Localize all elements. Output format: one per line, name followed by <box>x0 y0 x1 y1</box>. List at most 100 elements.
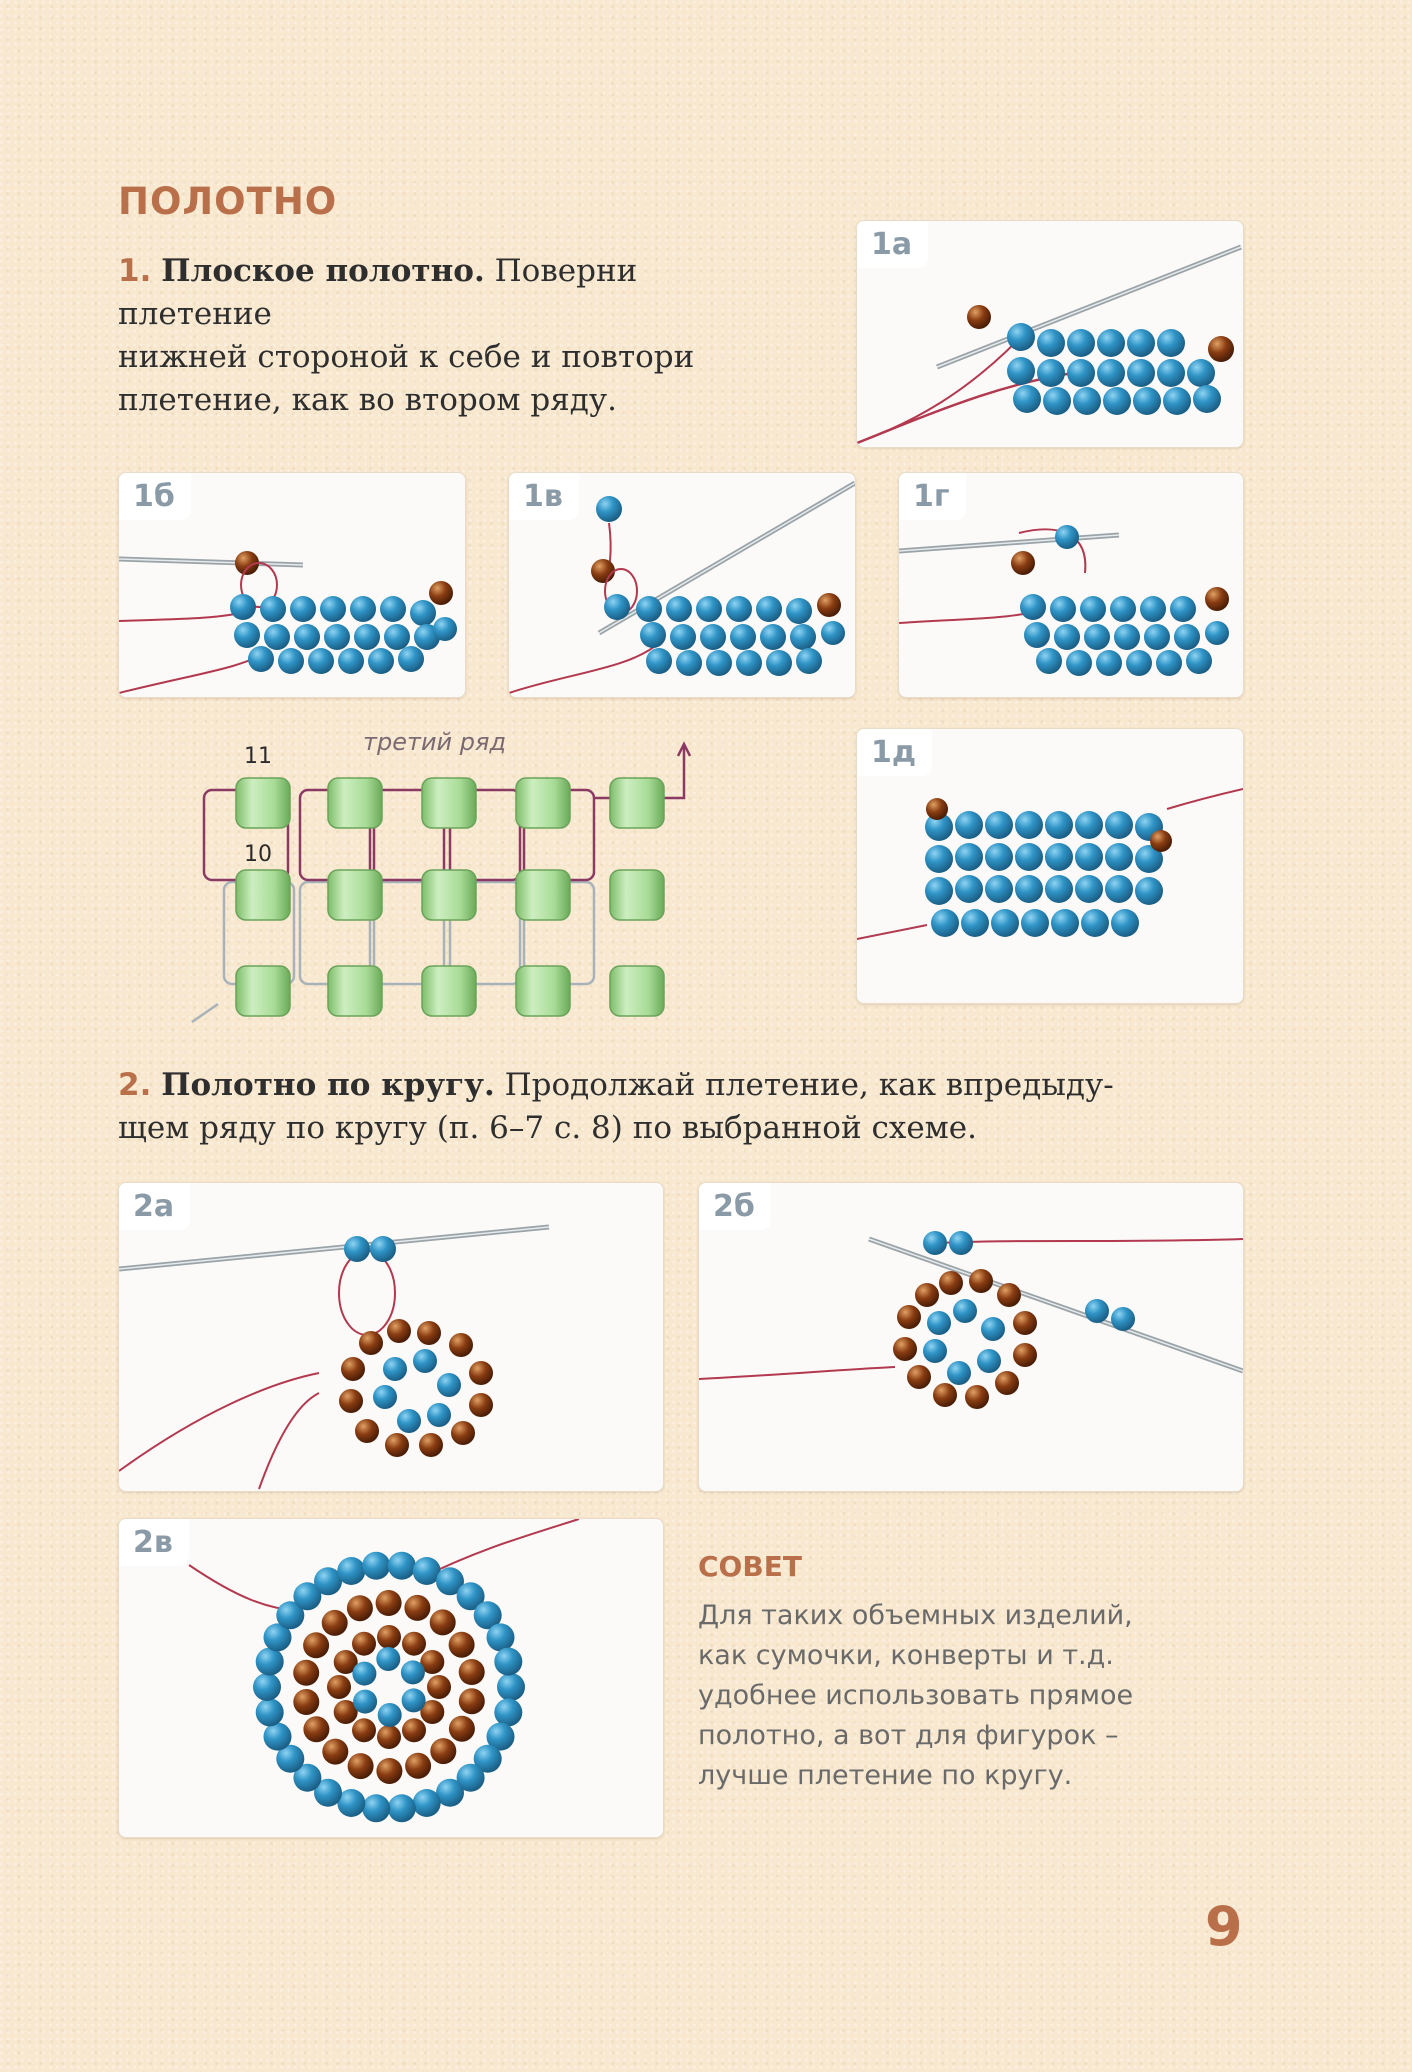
bead <box>420 1700 445 1724</box>
bead <box>387 1794 416 1823</box>
bead <box>352 1631 376 1656</box>
photo-1d: 1д <box>856 728 1244 1004</box>
bead <box>458 1659 485 1685</box>
bead <box>293 1582 322 1611</box>
photo-label: 2а <box>119 1183 191 1230</box>
bead <box>377 1703 402 1727</box>
bead <box>303 1632 330 1659</box>
bead <box>337 1789 366 1817</box>
photo-label: 2б <box>699 1183 771 1230</box>
bead <box>436 1778 464 1807</box>
bead <box>362 1551 391 1580</box>
bead <box>353 1689 378 1714</box>
bead <box>377 1725 401 1749</box>
page-heading: ПОЛОТНО <box>118 180 338 223</box>
bead <box>494 1698 523 1727</box>
bead <box>420 1650 445 1674</box>
photo-2a: 2а <box>118 1182 664 1492</box>
bead <box>376 1758 403 1784</box>
bead <box>429 1609 456 1636</box>
bead <box>402 1718 426 1743</box>
tip-line: полотно, а вот для фигурок – <box>698 1720 1119 1751</box>
bead <box>276 1744 305 1773</box>
beads-illustration <box>119 1224 550 1490</box>
bead <box>486 1722 515 1751</box>
tip-title: СОВЕТ <box>698 1550 802 1583</box>
beads-illustration <box>119 551 457 694</box>
bead <box>276 1601 305 1630</box>
step2-number: 2. <box>118 1067 152 1103</box>
photo-1g: 1г <box>898 472 1244 698</box>
step1-line-2: нижней стороной к себе и повтори <box>118 339 695 375</box>
bead <box>430 1738 457 1765</box>
bead <box>293 1689 320 1715</box>
bead <box>497 1673 525 1701</box>
bead <box>352 1718 376 1743</box>
bead <box>255 1698 284 1727</box>
bead <box>400 1660 425 1685</box>
diagram-svg <box>191 741 692 1024</box>
bead <box>314 1778 342 1807</box>
bead <box>255 1647 284 1676</box>
photo-1a: 1а <box>856 220 1244 448</box>
bead <box>401 1688 426 1713</box>
bead <box>412 1789 441 1817</box>
bead <box>458 1688 485 1715</box>
photo-label: 1г <box>899 473 966 520</box>
bead <box>333 1700 358 1724</box>
photo-2v: 2в <box>118 1518 664 1838</box>
diagram-label-10: 10 <box>244 842 272 867</box>
bead <box>346 1595 373 1622</box>
step1-number: 1. <box>118 253 152 289</box>
diagram-label-11: 11 <box>244 744 272 769</box>
bead <box>347 1753 374 1780</box>
bead <box>303 1716 330 1743</box>
step2-line-1: Продолжай плетение, как впредыду- <box>504 1067 1114 1103</box>
bead <box>293 1763 322 1792</box>
bead <box>337 1557 366 1585</box>
photo-label: 2в <box>119 1519 189 1566</box>
bead <box>376 1647 401 1671</box>
bead <box>473 1601 502 1630</box>
bead <box>473 1744 502 1773</box>
bead <box>362 1794 391 1823</box>
bead <box>387 1551 416 1580</box>
bead <box>486 1623 515 1652</box>
tip-line: лучше плетение по кругу. <box>698 1760 1073 1791</box>
beads-illustration <box>509 480 855 694</box>
beads-illustration <box>857 788 1243 940</box>
photo-label: 1а <box>857 221 929 268</box>
bead <box>402 1631 426 1656</box>
bead <box>321 1609 348 1636</box>
bead <box>427 1675 451 1699</box>
step1-text: 1. Плоское полотно. Поверни плетение ниж… <box>118 250 758 422</box>
bead <box>448 1715 475 1742</box>
step1-title: Плоское полотно. <box>161 253 485 289</box>
photo-1b: 1б <box>118 472 466 698</box>
photo-label: 1д <box>857 729 933 776</box>
step1-line-1: Поверни плетение <box>118 253 638 332</box>
bead <box>456 1763 485 1792</box>
bead <box>377 1625 401 1649</box>
bead <box>352 1661 377 1686</box>
tip-text: Для таких объемных изделий, как сумочки,… <box>698 1596 1138 1796</box>
beads-illustration <box>188 1519 580 1823</box>
page-number: 9 <box>1205 1895 1243 1958</box>
bead <box>253 1673 281 1701</box>
step1-line-3: плетение, как во втором ряду. <box>118 382 617 418</box>
tip-line: как сумочки, конверты и т.д. <box>698 1640 1114 1671</box>
bead <box>448 1631 475 1658</box>
photo-label: 1в <box>509 473 579 520</box>
weaving-diagram: третий ряд 11 10 <box>178 722 718 1042</box>
bead <box>375 1590 402 1616</box>
step2-line-2: щем ряду по кругу (п. 6–7 с. 8) по выбра… <box>118 1110 977 1146</box>
photo-1v: 1в <box>508 472 856 698</box>
beads-illustration <box>899 525 1229 676</box>
photo-label: 1б <box>119 473 191 520</box>
bead <box>412 1557 441 1585</box>
bead <box>436 1567 464 1596</box>
bead <box>494 1647 523 1676</box>
bead <box>327 1675 351 1699</box>
step2-title: Полотно по кругу. <box>161 1067 495 1103</box>
bead <box>322 1738 349 1765</box>
